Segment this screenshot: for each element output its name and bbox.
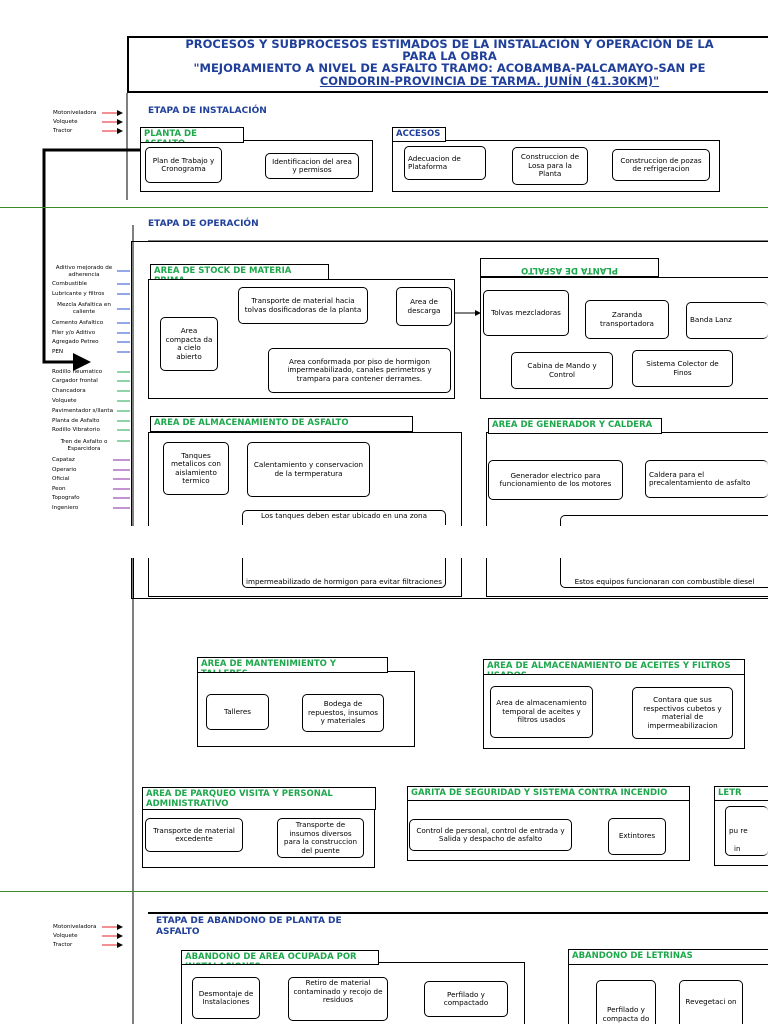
section-accesos: ACCESOS <box>392 127 446 142</box>
node-transporte-material: Transporte de material hacia tolvas dosi… <box>238 287 368 324</box>
machine-5: Planta de Asfalto <box>52 418 100 424</box>
asfalto-frame-continue <box>148 558 149 597</box>
node-letrinas-partial: pu re <box>725 806 768 856</box>
stage-abandono-label: ETAPA DE ABANDONO DE PLANTA DE ASFALTO <box>156 916 342 937</box>
staff-1: Operario <box>52 467 77 473</box>
machine-0: Rodillo neumatico <box>52 369 103 375</box>
section-almacen-asfalto: AREA DE ALMACENAMIENTO DE ASFALTO <box>150 416 413 432</box>
node-control-personal: Control de personal, control de entrada … <box>409 819 572 851</box>
machine-4: Pavimentador s/llanta <box>52 408 114 414</box>
title-line-4: CONDORIN-PROVINCIA DE TARMA. JUNÍN (41.3… <box>319 74 660 88</box>
staff-2: Oficial <box>52 476 70 482</box>
abandono-equipment-0: Motoniveladora <box>53 924 97 930</box>
machine-2: Chancadora <box>52 388 86 394</box>
material-7: PEN <box>52 349 64 355</box>
machine-arrows <box>117 371 130 442</box>
node-retiro-material: Retiro de material contaminado y recojo … <box>288 977 388 1021</box>
node-bodega: Bodega de repuestos, insumos y materiale… <box>302 694 384 732</box>
material-4: Cemento Asfaltico <box>52 320 104 326</box>
node-desmontaje: Desmontaje de Instalaciones <box>192 977 260 1019</box>
node-cubetos: Contara que sus respectivos cubetos y ma… <box>632 687 733 739</box>
node-revegetacion: Revegetaci on <box>679 980 743 1024</box>
staff-4: Topografo <box>52 495 80 501</box>
node-zaranda: Zaranda transportadora <box>585 300 669 339</box>
node-transporte-excedente: Transporte de material excedente <box>145 818 243 852</box>
generador-frame-continue <box>486 558 487 597</box>
node-cabina: Cabina de Mando y Control <box>511 352 613 389</box>
divider-continue <box>133 558 134 599</box>
node-tanques-zona: Los tanques deben estar ubicado en una z… <box>242 510 446 525</box>
node-calentamiento: Calentamiento y conservacion de la termp… <box>247 442 370 497</box>
material-3: Mezcla Asfaltica en caliente <box>57 302 111 315</box>
section-generador: AREA DE GENERADOR Y CALDERA <box>488 418 662 434</box>
section-aceites: AREA DE ALMACENAMIENTO DE ACEITES Y FILT… <box>483 659 745 675</box>
stage-divider-1 <box>0 207 768 208</box>
node-extintores: Extintores <box>608 818 666 855</box>
install-equipment-0: Motoniveladora <box>53 110 97 116</box>
install-equipment-arrows <box>102 110 123 948</box>
document-title: PROCESOS Y SUBPROCESOS ESTIMADOS DE LA I… <box>127 36 768 93</box>
asfalto-frame-continue-r <box>461 558 462 597</box>
node-colector: Sistema Colector de Finos <box>632 350 733 387</box>
letrinas-node-text-1: in <box>734 845 741 853</box>
section-abandono-area: ABANDONO DE AREA OCUPADA POR INSTALACION… <box>181 950 379 965</box>
operation-frame <box>131 241 768 599</box>
node-tolvas: Tolvas mezcladoras <box>483 290 569 336</box>
title-line-1: PROCESOS Y SUBPROCESOS ESTIMADOS DE LA I… <box>185 37 714 51</box>
section-mantenimiento: AREA DE MANTENIMIENTO Y TALLERES <box>197 657 388 673</box>
node-area-conformada: Area conformada por piso de hormigon imp… <box>268 348 451 393</box>
stage-divider-2 <box>0 891 768 892</box>
staff-5: Ingeniero <box>52 505 79 511</box>
node-construccion-pozas: Construccion de pozas de refrigeracion <box>612 149 710 181</box>
node-identificacion-area: Identificacion del area y permisos <box>265 153 359 179</box>
section-garita: GARITA DE SEGURIDAD Y SISTEMA CONTRA INC… <box>407 786 690 801</box>
staff-3: Peon <box>52 486 66 492</box>
stage-operation-label: ETAPA DE OPERACIÓN <box>148 219 259 229</box>
node-area-aceites: Area de almacenamiento temporal de aceit… <box>490 686 593 738</box>
material-arrows <box>117 270 130 353</box>
node-perfilado-letrinas: Perfilado y compacta do <box>596 980 656 1024</box>
staff-0: Capataz <box>52 457 75 463</box>
section-planta-asfalto-op: PLANTA DE ASFALTO <box>480 258 659 277</box>
letrinas-node-text-0: pu re <box>729 825 748 835</box>
node-area-compacta: Area compacta da a cielo abierto <box>160 317 218 371</box>
install-equipment-1: Volquete <box>53 119 78 125</box>
abandono-equipment-1: Volquete <box>53 933 78 939</box>
title-line-2: PARA LA OBRA <box>402 49 497 63</box>
material-0: Aditivo mejorado de adherencia <box>55 265 113 278</box>
title-line-3: "MEJORAMIENTO A NIVEL DE ASFALTO TRAMO: … <box>193 61 706 75</box>
machine-6: Rodillo Vibratorio <box>52 427 100 433</box>
material-5: Filer y/o Aditivo <box>52 330 96 336</box>
section-planta-asfalto: PLANTA DE ASFALTO <box>140 127 244 143</box>
section-abandono-letrinas: ABANDONO DE LETRINAS <box>568 949 768 965</box>
machine-1: Cargador frontal <box>52 378 98 384</box>
node-banda: Banda Lanz <box>686 302 768 339</box>
node-equipos-diesel: Estos equipos funcionaran con combustibl… <box>560 558 768 588</box>
material-6: Agregado Petreo <box>52 339 99 345</box>
section-parqueo: AREA DE PARQUEO VISITA Y PERSONAL ADMINI… <box>142 787 376 810</box>
node-construccion-losa: Construccion de Losa para la Planta <box>512 147 588 185</box>
node-equipos-top <box>560 515 768 526</box>
section-stock: AREA DE STOCK DE MATERIA PRIMA <box>150 264 329 280</box>
node-tanques: Tanques metalicos con aislamiento termic… <box>163 442 229 495</box>
staff-arrows <box>113 459 130 509</box>
machine-3: Volquete <box>52 398 77 404</box>
node-area-descarga: Area de descarga <box>396 287 452 326</box>
material-2: Lubricante y filtros <box>52 291 105 297</box>
machine-7: Tren de Asfalto o Esparcidora <box>60 439 108 452</box>
node-talleres: Talleres <box>206 694 269 730</box>
node-plan-trabajo: Plan de Trabajo y Cronograma <box>145 147 222 183</box>
section-letrinas: LETR <box>714 786 768 801</box>
abandono-equipment-2: Tractor <box>53 942 73 948</box>
node-transporte-insumos: Transporte de insumos diversos para la c… <box>277 818 364 858</box>
stage-installation-label: ETAPA DE INSTALACIÓN <box>148 106 267 116</box>
page-break-gap <box>0 526 768 558</box>
material-1: Combustible <box>52 281 88 287</box>
install-equipment-2: Tractor <box>53 128 73 134</box>
node-perfilado: Perfilado y compactado <box>424 981 508 1017</box>
node-impermeabilizado: impermeabilizado de hormigon para evitar… <box>242 558 446 588</box>
node-caldera: Caldera para el precalentamiento de asfa… <box>645 460 768 498</box>
node-generador: Generador electrico para funcionamiento … <box>488 460 623 500</box>
node-adecuacion-plataforma: Adecuacion de Plataforma <box>404 146 486 180</box>
